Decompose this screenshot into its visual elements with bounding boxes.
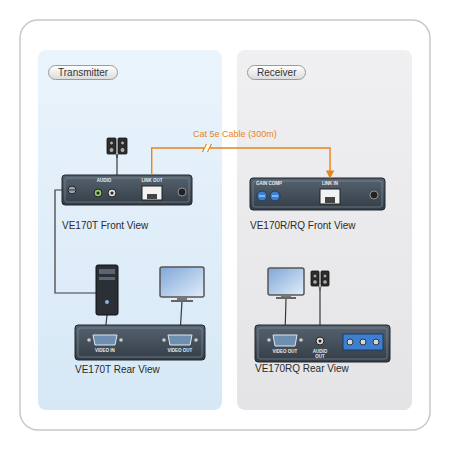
monitor-icon: [160, 267, 204, 297]
port-label: AUDIO: [85, 179, 123, 184]
port-label: AUDIO OUT: [308, 350, 332, 360]
port-label: VIDEO OUT: [265, 350, 305, 355]
device-ports: [273, 335, 297, 346]
device-ports: [319, 340, 322, 343]
speaker-icon: [313, 280, 318, 285]
computer-icon: [105, 300, 109, 304]
device-ports: [111, 192, 114, 195]
device-ports: [94, 189, 102, 197]
computer-icon: [96, 265, 118, 315]
device-box: GAIN COMPLINK INVE170R/RQ Front View: [250, 178, 385, 210]
view-label: VE170T Rear View: [75, 364, 160, 375]
panel-region: ReceiverGAIN COMP LINK IN VE170R/RQ Front …: [237, 50, 412, 410]
device-box: VIDEO OUTAUDIO OUTVE170RQ Rear View: [255, 325, 390, 362]
cable-label: Cat 5e Cable (300m): [193, 129, 277, 139]
device-body: [258, 328, 387, 359]
view-label: VE170R/RQ Front View: [250, 220, 355, 231]
speaker-icon: [323, 274, 327, 278]
speaker-icon: [321, 271, 329, 286]
device-ports: [299, 338, 303, 342]
device-body: [62, 175, 390, 362]
computer-icon: [99, 269, 115, 274]
speaker-icon: [107, 138, 329, 292]
cable-break: [202, 144, 206, 152]
speaker-icon: [313, 274, 317, 278]
device-ports: [370, 191, 378, 199]
outer-frame: [20, 20, 430, 430]
monitor-icon: [160, 267, 304, 302]
cable-break: [207, 144, 211, 152]
device-body: [62, 175, 192, 205]
device-box: AUDIOLINK OUTVE170T Front View: [62, 175, 192, 205]
device-ports: [257, 191, 267, 201]
view-label: VE170RQ Rear View: [255, 363, 349, 374]
speaker-icon: [319, 286, 321, 292]
speaker-icon: [323, 280, 328, 285]
device-ports: [142, 186, 162, 200]
panel-tab: Receiver: [247, 65, 306, 80]
speaker-icon: [110, 141, 114, 145]
device-body: [255, 325, 390, 362]
device-ports: [270, 191, 280, 201]
speaker-icon: [120, 148, 125, 153]
view-label: VE170T Front View: [62, 220, 148, 231]
device-ports: [320, 189, 340, 204]
panel-grounds: [38, 50, 412, 410]
device-ports: [373, 339, 379, 345]
device-ports: [272, 196, 278, 197]
device-ports: [68, 186, 76, 194]
port-label: LINK OUT: [134, 179, 170, 184]
device-ports: [194, 338, 198, 342]
device-body: [253, 181, 382, 207]
device-ports: [93, 335, 117, 345]
cable-connector: [152, 148, 330, 178]
speaker-icon: [311, 271, 319, 286]
port-label: VIDEO IN: [85, 349, 125, 354]
outer-frame: [20, 20, 430, 430]
device-ports: [325, 197, 335, 203]
monitor-icon: [171, 300, 193, 302]
speaker-icon: [118, 138, 127, 154]
monitor-icon: [268, 268, 304, 295]
device-body: [65, 178, 189, 202]
device-ports: [347, 339, 353, 345]
device-body: [78, 328, 202, 357]
device-ports: [178, 188, 186, 196]
speaker-icon: [121, 141, 125, 145]
speaker-icon: [109, 148, 114, 153]
device-body: [75, 325, 205, 360]
device-ports: [162, 338, 166, 342]
cable-break: [202, 144, 211, 152]
wires: [55, 154, 320, 337]
port-label: VIDEO OUT: [160, 349, 200, 354]
port-label: GAIN COMP: [252, 182, 286, 187]
panel-region: TransmitterAUDIO LINK OUT VE170T Front Vie…: [38, 50, 222, 410]
device-ports: [69, 190, 75, 191]
device-ports: [147, 194, 157, 199]
device-ports: [259, 196, 265, 197]
device-body: [250, 178, 385, 210]
device-ports: [168, 335, 192, 345]
panel-grounds: [38, 50, 222, 410]
wires: [116, 154, 117, 175]
device-ports: [267, 338, 271, 342]
computer-icon: [96, 265, 118, 315]
panel-tab: Transmitter: [48, 65, 118, 80]
device-ports: [360, 339, 366, 345]
speaker-icon: [107, 138, 116, 154]
device-ports: [108, 189, 116, 197]
device-ports: [97, 192, 100, 195]
device-ports: [316, 337, 324, 345]
port-label: LINK IN: [316, 182, 344, 187]
speaker-icon: [116, 154, 118, 158]
panel-grounds: [237, 50, 412, 410]
device-ports: [87, 338, 91, 342]
device-ports: [119, 338, 123, 342]
computer-icon: [99, 277, 115, 280]
device-ports: [343, 334, 383, 350]
device-box: VIDEO INVIDEO OUTVE170T Rear View: [75, 325, 205, 360]
device-ports: [68, 186, 383, 350]
monitor-icon: [276, 297, 296, 299]
